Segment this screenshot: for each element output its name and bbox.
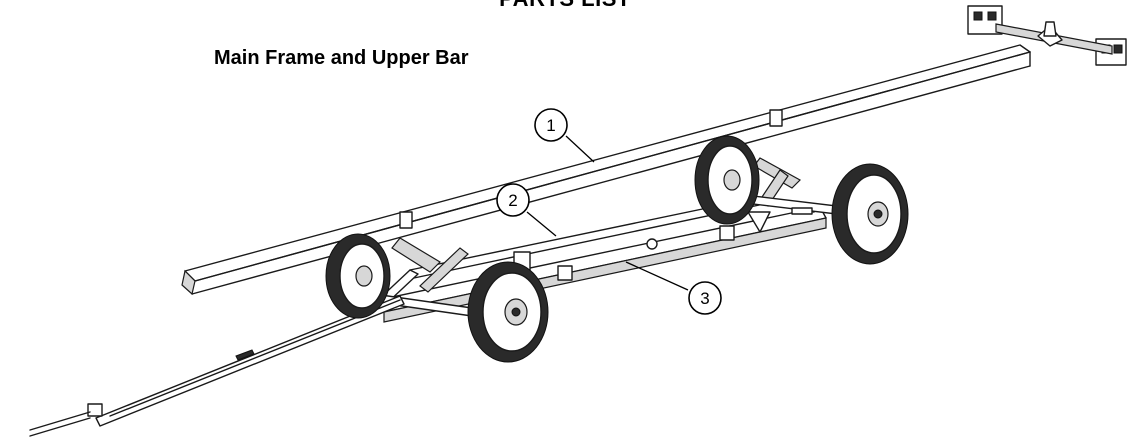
- callout-1-label: 1: [546, 116, 555, 135]
- page-subtitle: Main Frame and Upper Bar: [214, 47, 469, 69]
- callout-2-label: 2: [508, 191, 517, 210]
- wheel-rear-right: [831, 163, 909, 265]
- main-frame: [359, 157, 871, 323]
- leader-line-3: [625, 261, 689, 291]
- wheel-front-right: [467, 261, 549, 363]
- callout-1: 1: [534, 108, 568, 142]
- front-tongue: [29, 295, 405, 437]
- callout-3-label: 3: [700, 289, 709, 308]
- wheel-rear-left: [694, 135, 760, 225]
- callout-3: 3: [688, 281, 722, 315]
- wheel-front-left: [325, 233, 391, 319]
- leader-line-2: [526, 211, 557, 237]
- leader-line-1: [565, 135, 595, 163]
- page-title: PARTS LIST: [0, 0, 1130, 12]
- callout-2: 2: [496, 183, 530, 217]
- rear-hitch-assembly: [967, 5, 1127, 66]
